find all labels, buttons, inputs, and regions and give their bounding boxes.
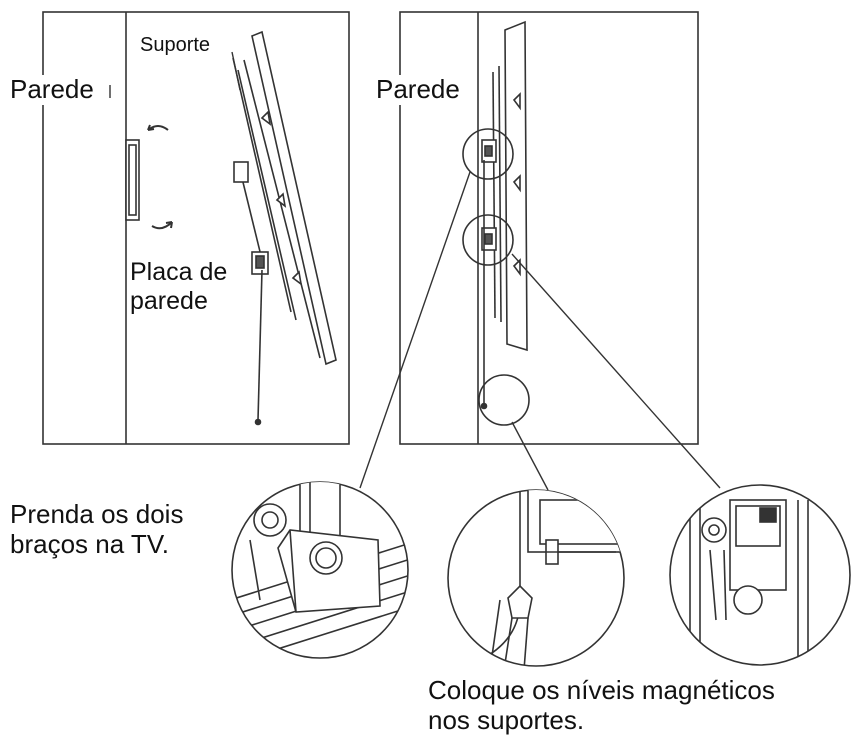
rotate-arrow-bottom <box>151 221 173 230</box>
leader-lines <box>109 51 721 491</box>
left-panel <box>42 11 350 445</box>
detail-circle-right <box>669 484 851 666</box>
tv-panel-left <box>251 30 337 366</box>
right-wall-label: Parede <box>376 74 460 105</box>
highlight-circle-top <box>462 128 514 180</box>
detail-circle-left <box>231 481 409 659</box>
cord-left <box>257 269 263 421</box>
detail-circle-middle <box>447 489 625 667</box>
highlight-circle-middle <box>462 214 514 266</box>
right-panel <box>399 11 699 445</box>
tv-panel-right <box>504 20 528 352</box>
left-wall-label: Parede <box>10 74 94 105</box>
attach-arms-caption: Prenda os dois braços na TV. <box>10 499 184 559</box>
bracket-label: Suporte <box>140 34 211 57</box>
wall-plate-label: Placa de parede <box>130 258 228 316</box>
wall-plate-shape <box>125 139 140 221</box>
place-levels-caption: Coloque os níveis magnéticos nos suporte… <box>428 675 775 735</box>
highlight-circle-bottom <box>478 374 530 426</box>
left-panel-frame <box>42 11 350 445</box>
right-panel-frame <box>399 11 699 445</box>
